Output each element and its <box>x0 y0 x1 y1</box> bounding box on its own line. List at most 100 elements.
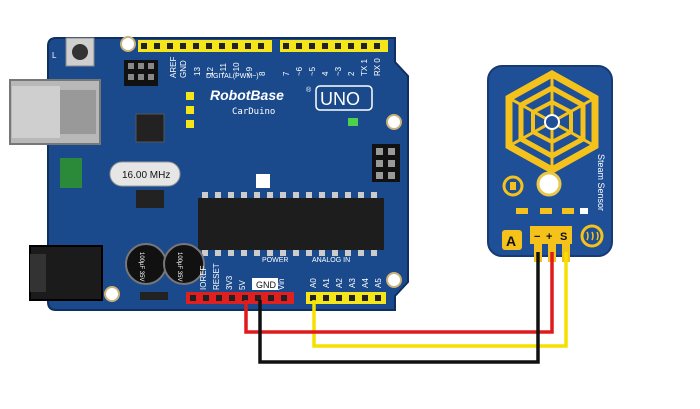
chip-pin <box>306 192 312 198</box>
power-pin-label: 5V <box>238 280 247 290</box>
gnd-highlight-box <box>252 278 278 290</box>
header-pin <box>167 43 173 49</box>
board-model: CarDuino <box>232 107 275 117</box>
analog-pin-label: A3 <box>348 278 357 288</box>
digital-pin-label: 13 <box>193 67 202 76</box>
digital-pin-label: ~9 <box>245 66 254 76</box>
header-pin <box>245 43 251 49</box>
chip-pin <box>332 192 338 198</box>
digital-pin-label: 4 <box>321 71 330 76</box>
sensor-pin-header: − + S <box>530 226 572 244</box>
capacitor-2-label: 100µF 35V <box>176 252 182 281</box>
sensor-pattern <box>505 69 599 175</box>
icsp-header-2 <box>372 144 400 182</box>
atmega-chip <box>198 192 384 256</box>
label-l: L <box>52 51 57 60</box>
header-pin <box>180 43 186 49</box>
chip-pin <box>293 250 299 256</box>
header-pin <box>190 295 196 301</box>
chip-pin <box>345 192 351 198</box>
header-pin <box>203 295 209 301</box>
led-tx <box>186 106 194 114</box>
header-pin <box>296 43 302 49</box>
digital-pin-label: TX 1 <box>360 59 369 76</box>
reset-led <box>256 174 270 188</box>
crystal-label: 16.00 MHz <box>122 170 170 181</box>
label-power: POWER <box>262 257 288 264</box>
wire-red-5v <box>244 252 554 334</box>
header-pin <box>229 295 235 301</box>
power-pin-label: RESET <box>212 263 221 290</box>
mounting-hole <box>120 36 136 52</box>
header-pin <box>348 43 354 49</box>
digital-pin-label: 12 <box>206 67 215 76</box>
chip-pin <box>319 250 325 256</box>
capacitor-1: 100µF 35V <box>125 243 167 285</box>
analog-header <box>306 292 386 304</box>
led-rx <box>186 120 194 128</box>
steam-icon <box>580 224 604 248</box>
chip-pin <box>254 192 260 198</box>
header-pin <box>323 295 329 301</box>
sensor-badge: A <box>502 230 522 250</box>
wire-yellow-signal <box>312 252 568 348</box>
label-digital: DIGITAL(PWM~) <box>206 73 259 80</box>
digital-pin-label: ~5 <box>308 66 317 76</box>
chip-pin <box>306 250 312 256</box>
usb-connector <box>9 79 101 145</box>
header-pin <box>141 43 147 49</box>
chip-pin <box>358 192 364 198</box>
chip-pin <box>267 192 273 198</box>
chip-pin <box>371 250 377 256</box>
chip-pin <box>358 250 364 256</box>
chip-pin <box>345 250 351 256</box>
header-pin <box>268 295 274 301</box>
chip-pin <box>371 192 377 198</box>
led-power <box>348 118 358 126</box>
header-pin <box>335 43 341 49</box>
header-pin <box>154 43 160 49</box>
chip-pin <box>280 192 286 198</box>
capacitor-2: 100µF 35V <box>163 243 205 285</box>
power-pin-label: IOREF <box>199 265 208 290</box>
chip-pin <box>228 192 234 198</box>
power-pin-label: Vin <box>277 279 286 290</box>
reset-button[interactable] <box>65 37 95 67</box>
capacitor-1-label: 100µF 35V <box>138 252 144 281</box>
header-pin <box>362 295 368 301</box>
chip-pin <box>228 250 234 256</box>
header-pin <box>216 295 222 301</box>
sensor-pin-minus: − <box>534 231 540 243</box>
sensor-logo-icon <box>502 175 524 197</box>
header-pin <box>255 295 261 301</box>
header-pin <box>375 295 381 301</box>
chip-pin <box>319 192 325 198</box>
uno-logo: UNO <box>315 85 373 111</box>
power-header <box>186 292 294 304</box>
digital-pin-label: 7 <box>282 71 291 76</box>
mounting-hole <box>386 272 402 288</box>
wire-black-gnd <box>258 252 540 364</box>
header-pin <box>258 43 264 49</box>
header-pin <box>361 43 367 49</box>
header-pin <box>232 43 238 49</box>
steam-sensor-module: Steam Sensor A − + S <box>487 65 613 262</box>
digital-pin-label: ~6 <box>295 66 304 76</box>
header-pin <box>242 295 248 301</box>
header-pin <box>193 43 199 49</box>
label-analog: ANALOG IN <box>312 257 350 264</box>
brand-name: RobotBase <box>210 87 284 103</box>
header-pin <box>322 43 328 49</box>
header-pin <box>336 295 342 301</box>
analog-pin-label: A1 <box>322 278 331 288</box>
digital-pin-label: ~10 <box>232 62 241 76</box>
power-jack <box>29 245 103 301</box>
sensor-pin-plus: + <box>546 231 552 243</box>
led-l <box>186 92 194 100</box>
diode <box>140 292 168 300</box>
chip-pin <box>202 192 208 198</box>
